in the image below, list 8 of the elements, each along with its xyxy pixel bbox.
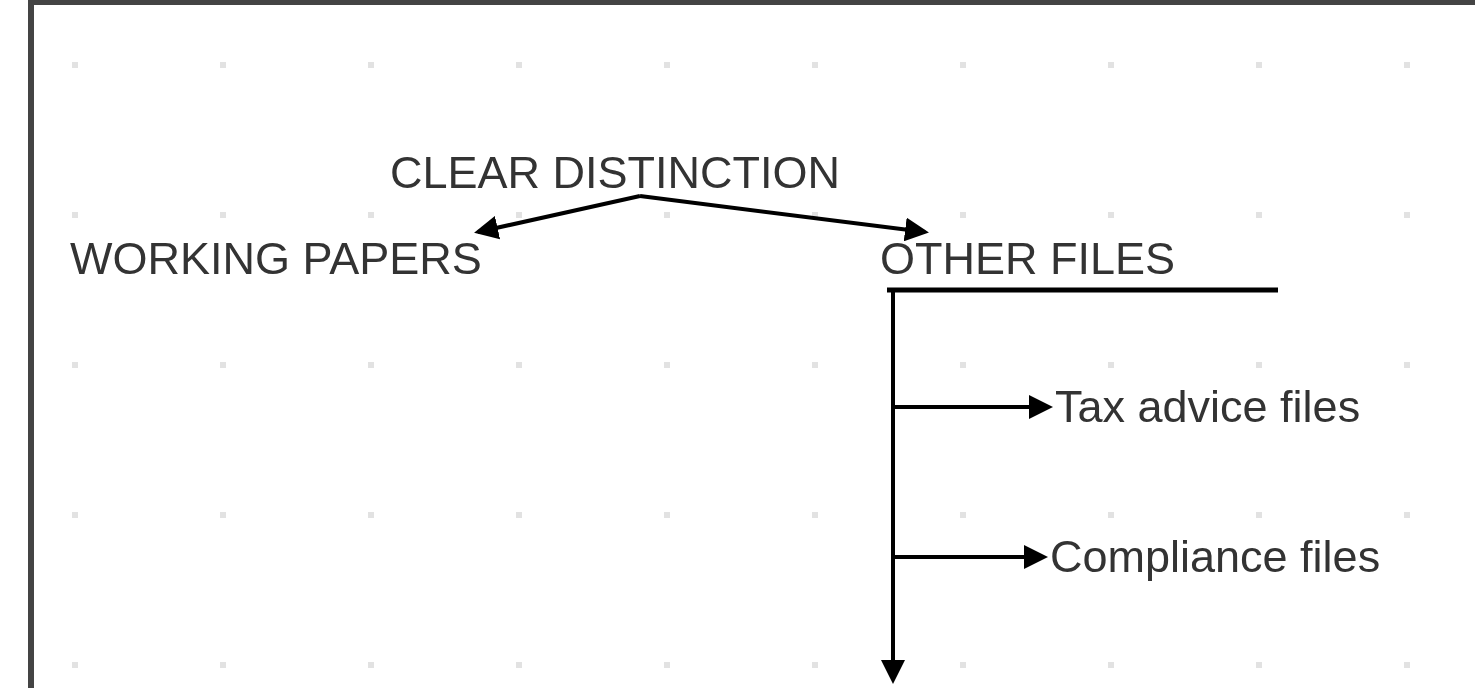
node-label: OTHER FILES	[880, 236, 1176, 282]
node-label: CLEAR DISTINCTION	[390, 150, 841, 196]
arrow	[881, 290, 905, 684]
node-label: Tax advice files	[1055, 384, 1361, 430]
node-label: WORKING PAPERS	[70, 236, 482, 282]
node-label: Compliance files	[1050, 534, 1381, 580]
arrow	[639, 194, 929, 242]
arrow	[474, 194, 641, 240]
